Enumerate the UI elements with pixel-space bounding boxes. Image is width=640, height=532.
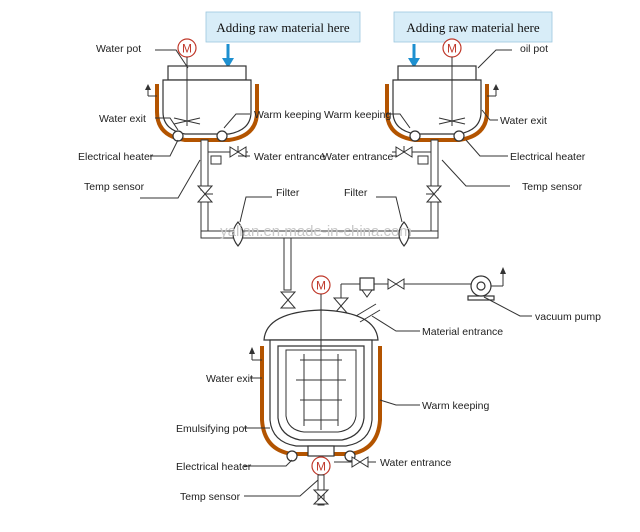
label-filter-right: Filter — [344, 187, 368, 199]
piping-network — [200, 201, 439, 291]
label-water-entrance-bottom: Water entrance — [380, 457, 452, 469]
banner-right-text: Adding raw material here — [406, 20, 539, 35]
label-temp-sensor-left: Temp sensor — [84, 181, 145, 193]
motor-label-top: M — [316, 279, 326, 293]
filter-right-icon — [398, 221, 410, 247]
label-electrical-heater-bottom: Electrical heater — [176, 461, 252, 473]
motor-label-left: M — [182, 42, 192, 56]
label-filter-left: Filter — [276, 187, 300, 199]
filter-left-icon — [232, 221, 244, 247]
label-water-exit-left: Water exit — [99, 113, 146, 125]
label-warm-keeping-left: Warm keeping — [254, 109, 321, 121]
water-pot: M — [145, 38, 259, 203]
label-water-entrance-right: Water entrance — [322, 151, 394, 163]
oil-pot: M — [385, 38, 499, 203]
label-warm-keeping-bottom: Warm keeping — [422, 400, 489, 412]
label-water-exit-right: Water exit — [500, 115, 547, 127]
watermark: yalian.en.made-in-china.com — [220, 223, 412, 240]
banner-left-text: Adding raw material here — [216, 20, 349, 35]
motor-label-bottom: M — [316, 460, 326, 474]
vacuum-line — [340, 267, 532, 317]
label-water-entrance-left: Water entrance — [254, 151, 326, 163]
label-water-exit-bottom: Water exit — [206, 373, 253, 385]
vacuum-pump-icon — [467, 275, 495, 301]
label-material-entrance: Material entrance — [422, 326, 503, 338]
label-oil-pot: oil pot — [520, 43, 548, 55]
label-vacuum-pump: vacuum pump — [535, 311, 601, 323]
banner-left: Adding raw material here — [205, 11, 361, 43]
label-water-pot: Water pot — [96, 43, 141, 55]
label-warm-keeping-right: Warm keeping — [324, 109, 391, 121]
label-electrical-heater-right: Electrical heater — [510, 151, 586, 163]
label-temp-sensor-bottom: Temp sensor — [180, 491, 241, 503]
label-electrical-heater-left: Electrical heater — [78, 151, 154, 163]
banner-right: Adding raw material here — [393, 11, 553, 43]
feed-arrow-right-icon — [408, 44, 420, 68]
feed-arrow-left-icon — [222, 44, 234, 68]
label-emulsifying-pot: Emulsifying pot — [176, 423, 247, 435]
label-temp-sensor-right: Temp sensor — [522, 181, 583, 193]
emulsifying-pot: M M — [249, 275, 382, 506]
leader-lines — [140, 49, 512, 497]
motor-label-right: M — [447, 42, 457, 56]
labels: Water pot oil pot Water exit Warm keepin… — [78, 43, 601, 503]
